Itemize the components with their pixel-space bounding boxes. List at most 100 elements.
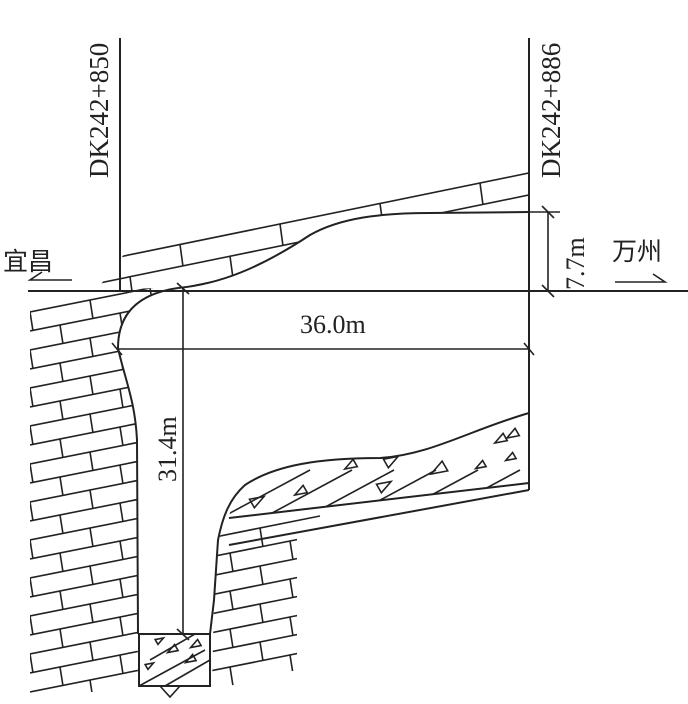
joint-line [210,466,213,485]
joint-line [89,603,94,624]
joint-line [270,416,273,435]
arrow-left-icon [27,271,72,281]
joint-line [270,644,273,663]
joint-line [200,616,203,635]
joint-line [30,425,34,446]
bottom-breccia-hatch [138,633,211,699]
joint-line [119,388,124,409]
joint-line [530,239,533,261]
hatch-line [515,469,529,518]
joint-line [240,365,243,384]
joint-line [289,540,294,561]
stratum-line [212,572,321,598]
joint-line [259,527,264,548]
joint-line [279,223,284,247]
joint-line [30,463,34,484]
joint-line [230,300,233,322]
joint-line [149,553,154,574]
breccia-fragment [382,455,401,470]
joint-line [240,403,243,422]
joint-line [259,565,264,586]
joint-line [59,476,64,497]
hatch-line [347,469,479,518]
joint-line [89,451,94,472]
joint-line [59,362,64,383]
breccia-fragment [248,495,267,510]
joint-line [30,311,34,332]
joint-line [30,387,34,408]
joint-line [30,615,34,636]
breccia-fragment [143,661,156,671]
joint-line [270,492,273,511]
hatch-line [558,470,688,540]
joint-line [130,321,133,343]
joint-line [89,299,94,320]
joint-line [149,363,154,384]
hatch-line [473,469,529,518]
breccia-fragment [183,653,198,664]
hatch-line [229,469,353,518]
joint-line [149,325,154,346]
joint-line [180,643,183,662]
joint-line [179,244,184,267]
cavity-roof [177,211,530,289]
joint-line [129,276,134,292]
hatch-line [263,469,395,518]
stratum-line [212,648,321,674]
joint-line [210,352,213,371]
joint-line [229,628,234,649]
joint-line [229,666,234,687]
joint-line [289,616,294,637]
stratum-line [95,191,529,288]
joint-line [89,527,94,548]
joint-line [289,654,294,675]
joint-line [270,606,273,625]
depth-dimension [176,282,190,641]
joint-line [89,413,94,434]
joint-line [240,555,243,574]
joint-line [289,578,294,599]
joint-line [240,631,243,650]
joint-line [89,337,94,358]
joint-line [119,578,124,599]
joint-line [89,565,94,586]
hatch-line [164,659,211,687]
joint-line [240,517,243,536]
breccia-fragment [292,483,309,497]
joint-line [59,400,64,421]
joint-line [119,540,124,561]
breccia-fill-layer [229,426,688,540]
hatch-line [229,469,311,518]
joint-line [429,215,434,238]
joint-line [200,540,203,559]
joint-line [240,593,243,612]
cavity-left-wall [116,287,179,635]
joint-line [240,441,243,460]
joint-line [30,577,34,598]
joint-line [479,182,484,206]
cavity-right-wall [209,412,530,635]
joint-line [89,375,94,396]
joint-line [270,302,273,321]
breccia-fragment [375,480,394,495]
station-label-left: DK242+850 [84,43,114,178]
joint-line [229,552,234,573]
width-dimension-label: 36.0m [300,310,366,339]
arrow-right-icon [615,273,668,283]
joint-line [119,502,124,523]
stratum-line [95,169,529,266]
stratum-line [212,610,321,636]
joint-line [149,515,154,536]
joint-line [89,489,94,510]
breccia-fragment [165,643,180,654]
joint-line [270,378,273,397]
joint-line [530,195,533,217]
breccia-fragment [428,459,449,476]
station-label-right: DK242+886 [536,43,566,178]
joint-line [59,590,64,611]
joint-line [240,327,243,346]
joint-line [59,666,64,687]
height-dimension-label: 7.7m [561,237,590,290]
joint-line [429,259,434,282]
